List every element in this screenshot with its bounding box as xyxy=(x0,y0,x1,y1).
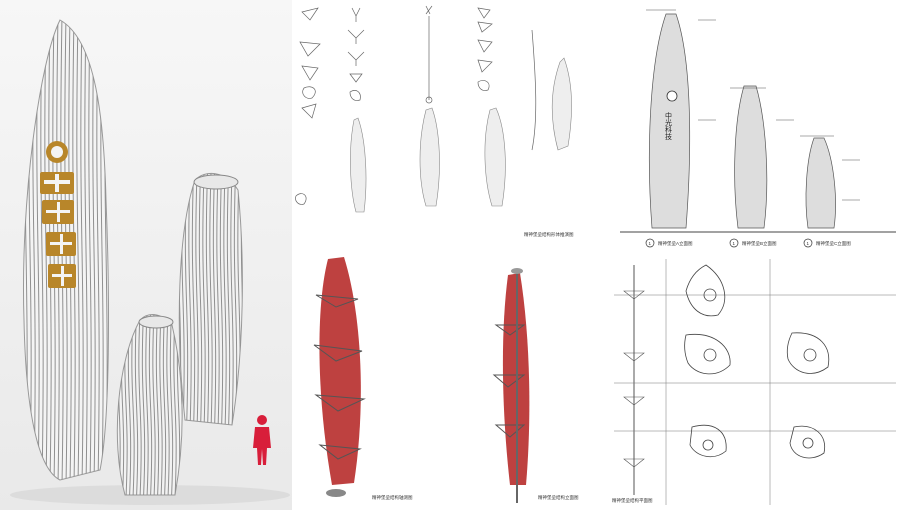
svg-text:1: 1 xyxy=(807,241,810,246)
rib-stripe xyxy=(219,173,224,425)
rib-stripe xyxy=(226,173,231,425)
rib-stripe xyxy=(23,20,24,480)
elevation-label-b: 精神堡垒B立面图 xyxy=(742,240,777,247)
plan-panel: 精神堡垒结构平面图 xyxy=(606,255,900,510)
rib-stripe xyxy=(141,314,146,495)
rib-stripe xyxy=(205,173,210,425)
structure-drawing: 精神堡垒结构轴测图 精神堡垒结构立面图 xyxy=(313,257,579,503)
rib-stripe xyxy=(223,173,227,425)
structure-elevation xyxy=(492,268,530,503)
structure-axonometric xyxy=(313,257,366,497)
svg-text:1: 1 xyxy=(733,241,736,246)
rib-stripe xyxy=(209,173,213,425)
elevation-c xyxy=(805,137,836,229)
rib-stripe xyxy=(173,314,177,495)
elevation-panel: 中光科技 1 精神堡垒A立面图 1 精神堡垒B立面图 1 精神堡垒C立面图 xyxy=(606,0,900,255)
rib-stripe xyxy=(76,20,80,480)
gold-logo-emblem xyxy=(46,141,68,163)
dimension-lines xyxy=(646,9,860,201)
elevation-labels: 1 精神堡垒A立面图 1 精神堡垒B立面图 1 精神堡垒C立面图 xyxy=(645,238,851,248)
rib-stripe xyxy=(216,173,220,425)
svg-text:1: 1 xyxy=(649,241,652,246)
process-caption: 精神堡垒结构形体推演图 xyxy=(524,231,574,238)
rib-stripe xyxy=(96,20,100,480)
form-process-diagram: 精神堡垒结构形体推演图 xyxy=(295,5,574,238)
elevation-a-sign-text: 中光科技 xyxy=(665,111,673,141)
rib-stripe xyxy=(92,20,96,480)
rib-stripe xyxy=(131,314,135,495)
plan-drawing: 精神堡垒结构平面图 xyxy=(612,259,896,505)
mini-towers xyxy=(350,57,572,213)
rib-stripe xyxy=(152,314,156,495)
rib-stripe xyxy=(88,20,92,480)
column-nodes xyxy=(623,290,645,468)
rib-stripe xyxy=(80,20,84,480)
rib-stripe xyxy=(111,312,113,498)
gold-sign-lettering xyxy=(40,172,76,288)
rib-stripe xyxy=(114,312,116,498)
elevation-a-logo xyxy=(666,90,678,102)
rib-stripe xyxy=(198,173,203,425)
grid-lines xyxy=(614,259,896,505)
tower-c-top-opening xyxy=(138,315,174,329)
elevation-a: 中光科技 xyxy=(649,13,691,229)
rib-stripe xyxy=(162,314,167,495)
plan-caption: 精神堡垒结构平面图 xyxy=(612,497,653,504)
structure-caption-elev: 精神堡垒结构立面图 xyxy=(538,494,579,501)
rib-stripe xyxy=(145,314,149,495)
rib-stripe xyxy=(138,314,142,495)
rib-stripe xyxy=(191,173,196,425)
structure-caption-axon: 精神堡垒结构轴测图 xyxy=(372,494,413,501)
rib-stripe xyxy=(166,314,170,495)
plan-sketches xyxy=(295,5,537,205)
structure-panel: 精神堡垒结构轴测图 精神堡垒结构立面图 xyxy=(292,255,606,510)
tower-b-top-opening xyxy=(193,174,239,190)
sculpture-rendering xyxy=(10,19,290,505)
rib-stripe xyxy=(212,173,217,425)
plan-sections xyxy=(684,264,830,459)
rendering-panel xyxy=(0,0,292,510)
rib-stripe xyxy=(40,20,44,480)
rib-stripe xyxy=(84,20,88,480)
tower-b xyxy=(178,172,247,430)
rib-stripe xyxy=(155,314,160,495)
rib-stripe xyxy=(134,314,139,495)
elevation-label-c: 精神堡垒C立面图 xyxy=(816,240,851,247)
rib-stripe xyxy=(202,173,206,425)
rib-stripe xyxy=(195,173,199,425)
form-process-panel: 精神堡垒结构形体推演图 xyxy=(292,0,606,255)
elevation-label-a: 精神堡垒A立面图 xyxy=(658,240,693,247)
elevation-b xyxy=(734,85,768,229)
rib-stripe xyxy=(108,20,109,480)
elevation-drawing: 中光科技 1 精神堡垒A立面图 1 精神堡垒B立面图 1 精神堡垒C立面图 xyxy=(620,9,896,248)
rib-stripe xyxy=(230,173,234,425)
tower-c xyxy=(111,312,183,498)
rib-stripe xyxy=(148,314,153,495)
rib-stripe xyxy=(233,173,238,425)
rib-stripe xyxy=(188,173,192,425)
scale-figure xyxy=(253,415,271,465)
rib-stripe xyxy=(159,314,163,495)
rib-stripe xyxy=(169,314,174,495)
rib-stripe xyxy=(245,172,247,430)
